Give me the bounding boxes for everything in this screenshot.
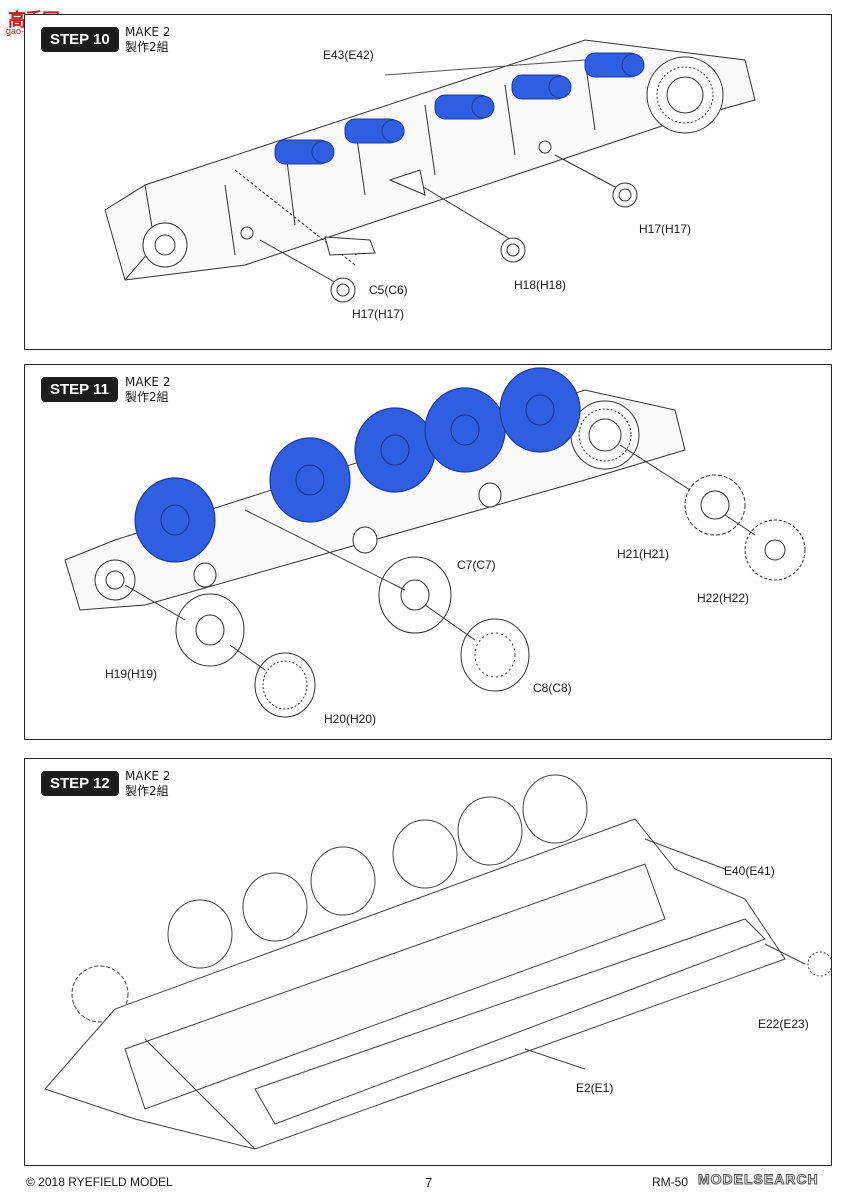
make-count-en: MAKE 2 [125, 375, 171, 389]
part-label-e40: E40(E41) [724, 864, 775, 878]
step-11-panel: STEP 11 MAKE 2 製作2組 [24, 364, 832, 740]
step-11-diagram [64, 367, 806, 718]
part-label-h19: H19(H19) [105, 667, 158, 681]
part-label-h18: H18(H18) [514, 278, 567, 292]
step-10-panel: STEP 10 MAKE 2 製作2組 [24, 14, 832, 350]
step-12-panel: STEP 12 MAKE 2 製作2組 E40(E41) [24, 758, 832, 1166]
part-label-e22: E22(E23) [758, 1017, 809, 1031]
step-badge: STEP 11 [41, 377, 118, 402]
make-count-en: MAKE 2 [125, 25, 171, 39]
part-label-e43: E43(E42) [323, 48, 374, 62]
footer-page-number: 7 [425, 1175, 433, 1190]
make-count-en: MAKE 2 [125, 769, 171, 783]
part-label-h20: H20(H20) [324, 712, 377, 726]
part-label-h17-right: H17(H17) [639, 222, 692, 236]
highlighted-road-wheels [134, 367, 581, 563]
part-label-h21: H21(H21) [617, 547, 670, 561]
part-label-c8: C8(C8) [533, 681, 572, 695]
highlighted-arm-parts [274, 52, 645, 165]
footer-kit-number: RM-50 [652, 1175, 689, 1189]
step-10-diagram [104, 39, 756, 303]
make-count: MAKE 2 製作2組 [125, 375, 170, 405]
make-count-cn: 製作2組 [125, 390, 169, 404]
make-count: MAKE 2 製作2組 [125, 25, 170, 55]
part-label-c5: C5(C6) [369, 283, 408, 297]
make-count-cn: 製作2組 [125, 784, 169, 798]
step-badge: STEP 12 [41, 771, 119, 796]
make-count: MAKE 2 製作2組 [125, 769, 170, 799]
make-count-cn: 製作2組 [125, 40, 169, 54]
step-badge: STEP 10 [41, 27, 119, 52]
footer-copyright: © 2018 RYEFIELD MODEL [26, 1175, 173, 1189]
part-label-e2: E2(E1) [576, 1081, 614, 1095]
step-12-diagram [44, 774, 831, 1150]
part-label-h22: H22(H22) [697, 591, 750, 605]
watermark: MODELSEARCH [698, 1171, 819, 1188]
part-label-c7: C7(C7) [457, 558, 496, 572]
part-label-h17-left: H17(H17) [352, 307, 405, 321]
